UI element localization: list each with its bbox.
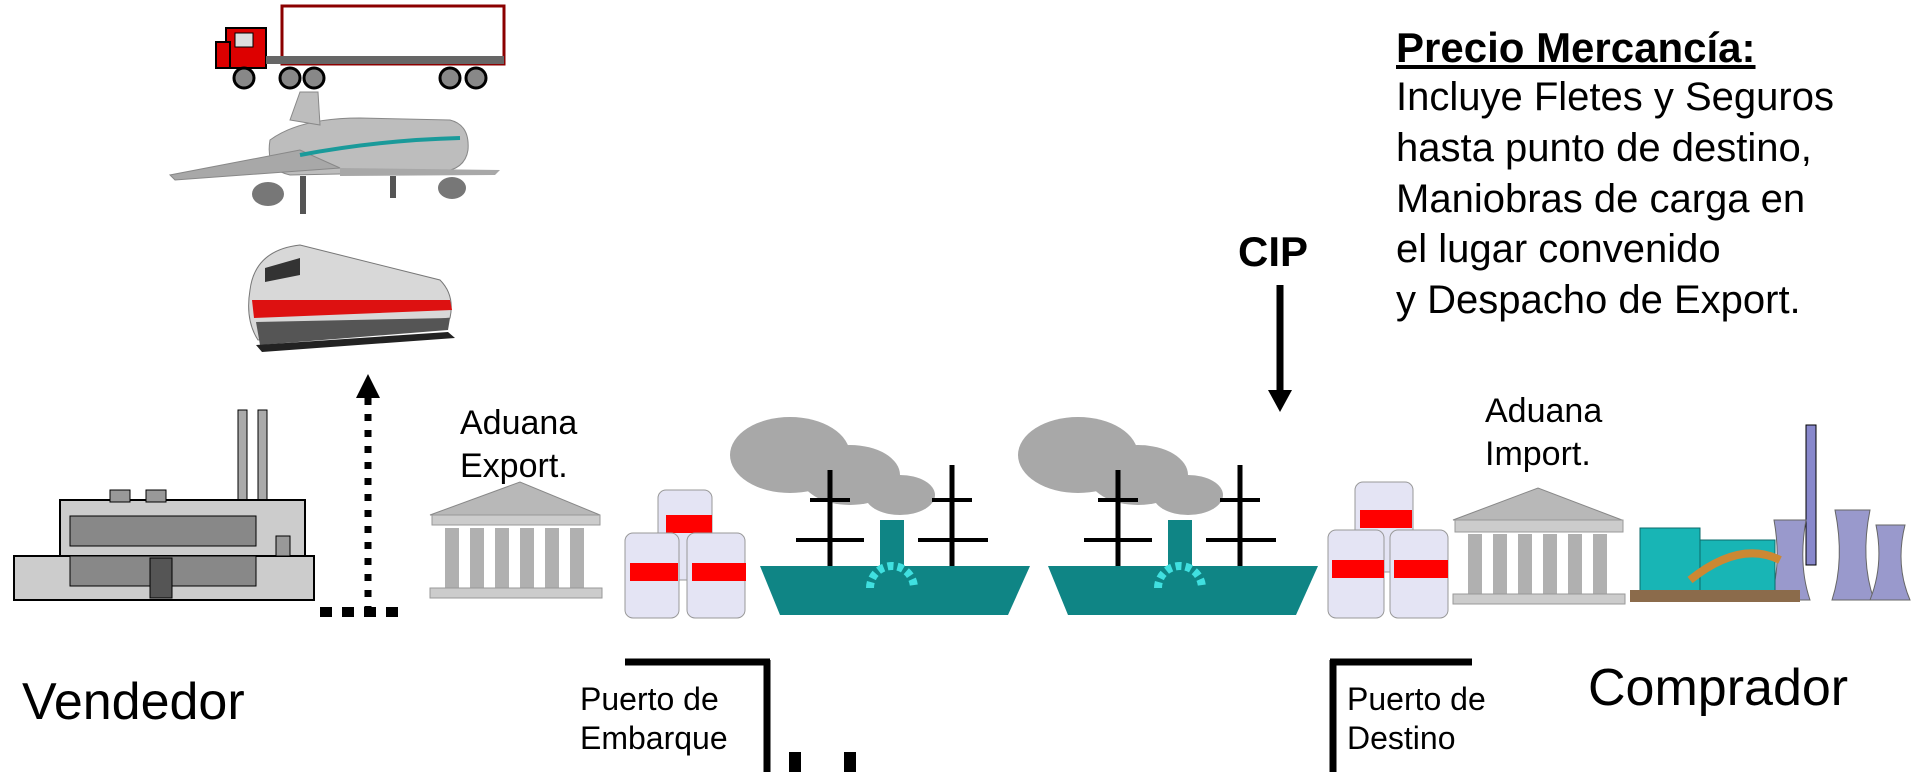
price-note-line: hasta punto de destino, (1396, 125, 1812, 170)
price-note-title: Precio Mercancía: (1396, 24, 1756, 71)
price-note-line: Incluye Fletes y Seguros (1396, 75, 1834, 119)
origin-port-label: Puerto de Embarque (580, 681, 728, 757)
airplane-icon (168, 91, 500, 214)
price-note-line: el lugar convenido (1396, 227, 1721, 272)
dotted-arrow-up (320, 374, 404, 617)
buyer-label: Comprador (1588, 659, 1849, 717)
destination-port-bracket (1329, 658, 1472, 772)
import-customs-building-icon (1452, 487, 1626, 605)
import-customs-label: Aduana Import. (1485, 392, 1603, 473)
train-icon (248, 244, 455, 352)
origin-port-bracket (625, 658, 856, 772)
destination-port-label: Puerto de Destino (1347, 681, 1486, 757)
incoterm-label: CIP (1238, 228, 1309, 275)
price-note-line: Maniobras de carga en (1396, 176, 1806, 221)
factory-icon (13, 409, 315, 601)
power-plant-icon (1630, 424, 1911, 602)
containers-origin-icon (624, 489, 746, 619)
truck-icon (215, 4, 506, 90)
export-customs-building-icon (429, 481, 603, 599)
seller-label: Vendedor (22, 673, 245, 731)
cip-arrow-down (1268, 285, 1292, 412)
price-note: Precio Mercancía: Incluye Fletes y Segur… (1396, 24, 1916, 326)
containers-destination-icon (1327, 481, 1449, 619)
ship-destination-icon (1018, 417, 1318, 615)
price-note-line: y Despacho de Export. (1396, 278, 1801, 323)
ship-origin-icon (730, 417, 1030, 615)
export-customs-label: Aduana Export. (460, 404, 578, 485)
